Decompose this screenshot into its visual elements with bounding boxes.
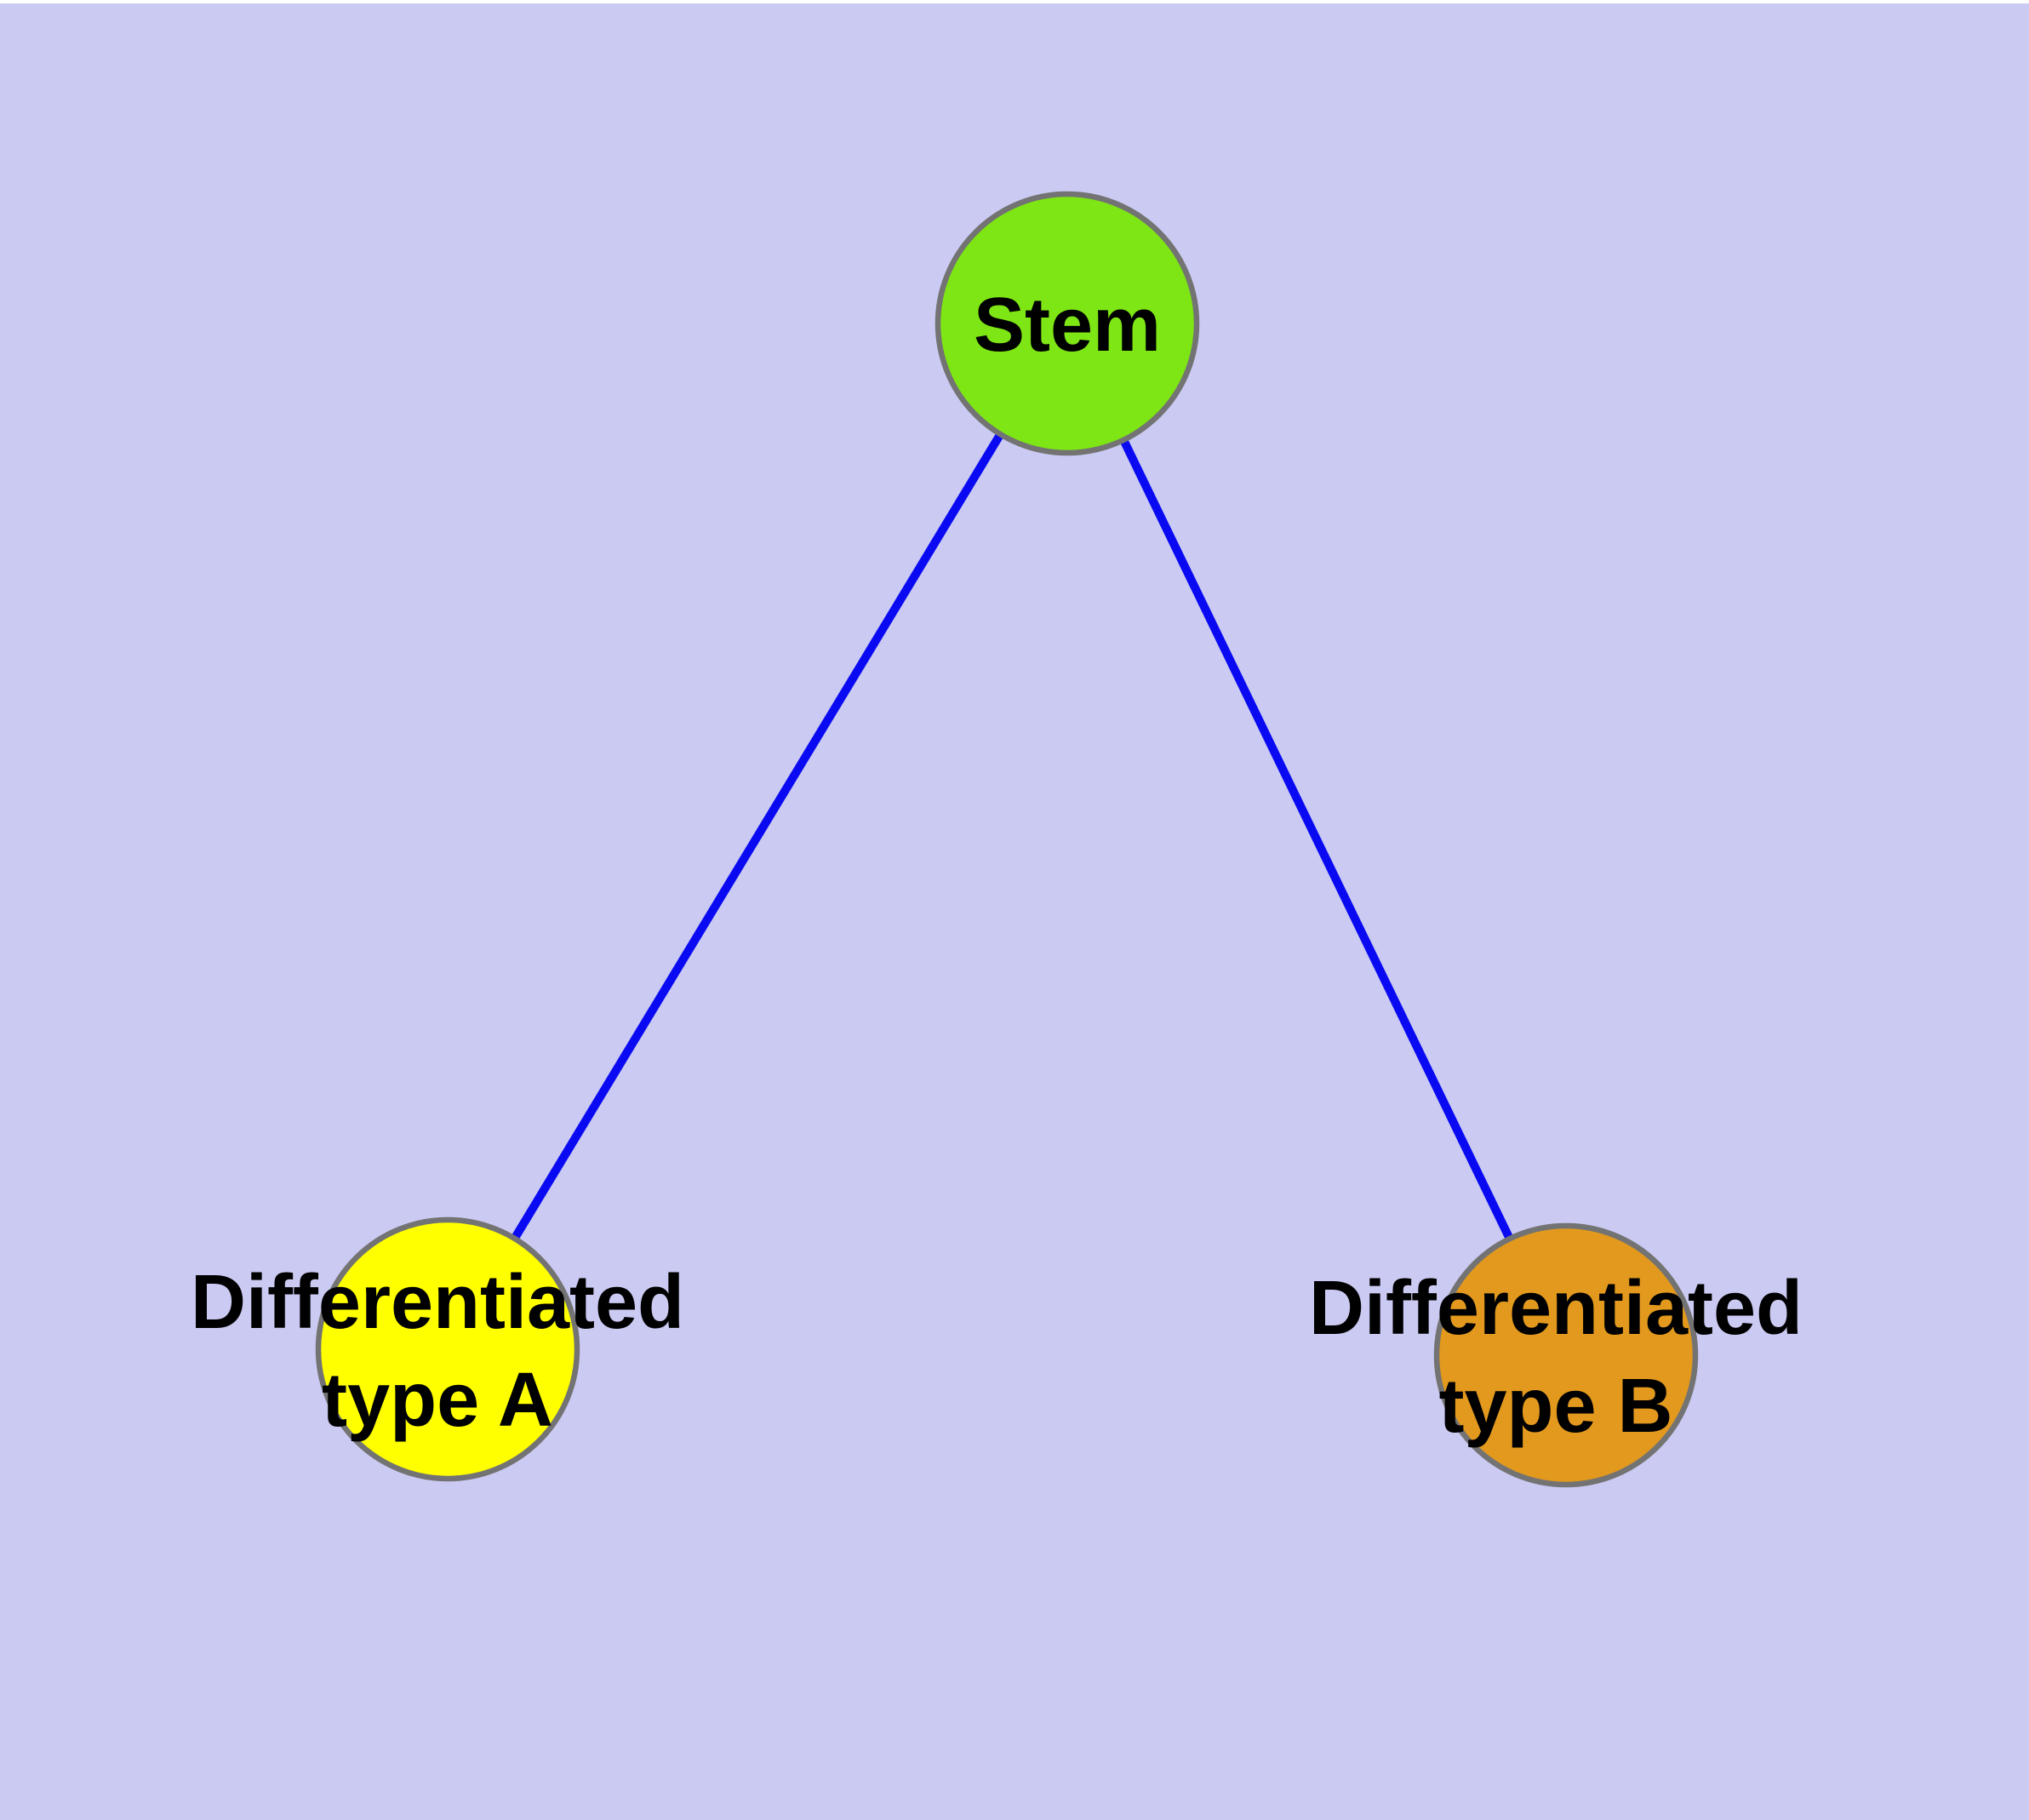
- diagram-canvas: Stem Differentiated type A Differentiate…: [0, 3, 2029, 1820]
- node-type-a-label-line1: Differentiated: [191, 1260, 684, 1345]
- node-differentiated-type-b: [1433, 1222, 1699, 1488]
- node-type-b-label-line1: Differentiated: [1309, 1266, 1803, 1351]
- node-differentiated-type-a: [315, 1216, 580, 1482]
- graph-figure: Stem Differentiated type A Differentiate…: [191, 191, 1803, 1488]
- node-stem: [934, 191, 1200, 456]
- top-margin: [0, 0, 2029, 3]
- node-type-b-label-line2: type B: [1438, 1364, 1672, 1449]
- node-stem-label: Stem: [974, 283, 1161, 368]
- edge-stem-to-type-a: [443, 321, 1072, 1352]
- node-type-a-label-line2: type A: [322, 1358, 553, 1443]
- edge-stem-to-type-b: [1063, 321, 1570, 1358]
